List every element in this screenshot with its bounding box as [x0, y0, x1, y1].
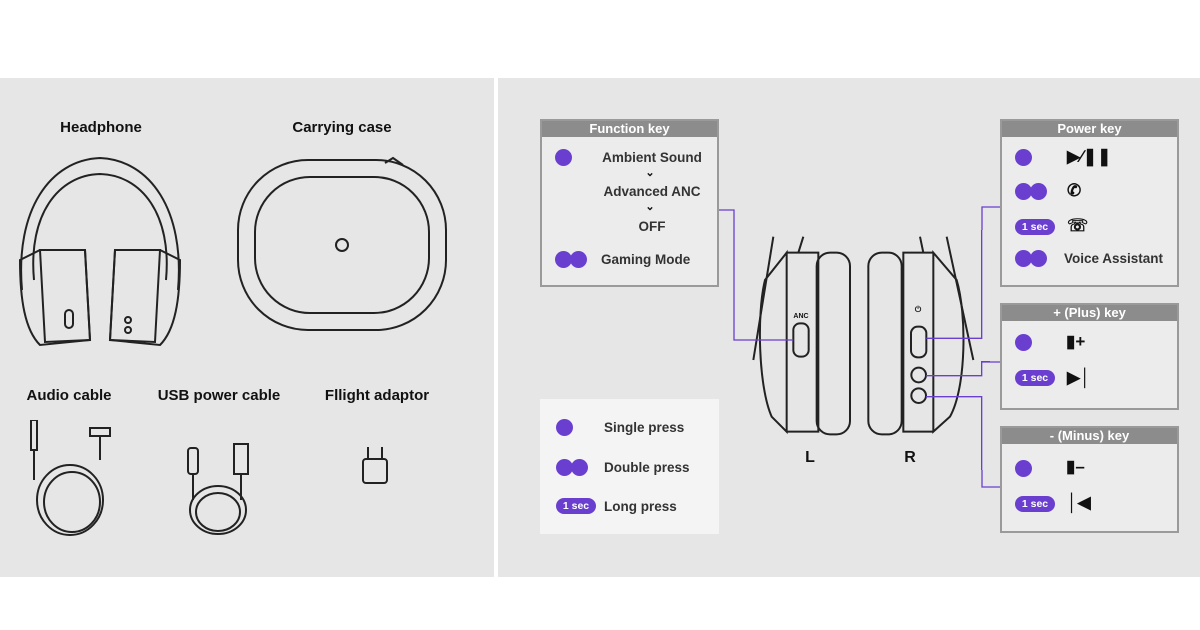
- case-label: Carrying case: [292, 119, 392, 136]
- previous-track-icon: │◀: [1067, 493, 1091, 512]
- legend-single-label: Single press: [604, 420, 685, 435]
- legend-long: 1 sec Long press: [556, 498, 677, 514]
- single-press-icon: [1015, 460, 1032, 477]
- anc-label: ANC: [793, 313, 809, 320]
- gaming-mode-label: Gaming Mode: [601, 252, 691, 267]
- minus-key-title: - (Minus) key: [1002, 428, 1177, 444]
- double-press-icon: [556, 459, 590, 476]
- long-press-badge: 1 sec: [1015, 219, 1055, 235]
- single-press-icon: [556, 419, 573, 436]
- mode-advanced-anc: Advanced ANC: [603, 184, 701, 199]
- legend-long-label: Long press: [604, 498, 677, 514]
- single-press-icon: [555, 149, 572, 166]
- earcups-illustration: [740, 230, 990, 470]
- function-key-title: Function key: [542, 121, 717, 137]
- minus-key-box: - (Minus) key: [1000, 426, 1179, 533]
- end-call-icon: ☏: [1067, 216, 1089, 235]
- power-symbol-icon: ⏻: [914, 305, 922, 314]
- flight-adaptor-label: Fllight adaptor: [324, 387, 430, 404]
- audio-cable-label: Audio cable: [26, 387, 112, 404]
- power-key-title: Power key: [1002, 121, 1177, 137]
- single-press-icon: [1015, 149, 1032, 166]
- voice-assistant-row: Voice Assistant: [1015, 250, 1163, 267]
- chevron-down-icon: ⌄: [645, 201, 655, 213]
- long-press-badge: 1 sec: [1015, 496, 1055, 512]
- left-label: L: [805, 449, 815, 466]
- answer-call-icon: ✆: [1067, 181, 1082, 200]
- long-press-badge: 1 sec: [556, 498, 596, 514]
- voice-assistant-label: Voice Assistant: [1064, 251, 1164, 266]
- double-press-icon: [555, 251, 589, 268]
- double-press-icon: [1015, 250, 1049, 267]
- right-label: R: [904, 449, 916, 466]
- usb-cable-illustration: [187, 443, 249, 535]
- legend-double-label: Double press: [604, 460, 690, 475]
- gaming-mode-row: Gaming Mode: [555, 251, 690, 268]
- usb-cable-label: USB power cable: [157, 387, 281, 404]
- legend-single: Single press: [556, 419, 684, 436]
- volume-up-icon: ▮+: [1066, 332, 1086, 351]
- play-pause-icon: ▶∕❚❚: [1067, 147, 1112, 166]
- single-press-icon: [1015, 334, 1032, 351]
- next-track-icon: ▶│: [1067, 368, 1091, 387]
- audio-cable-illustration: [30, 420, 111, 536]
- plus-key-box: + (Plus) key: [1000, 303, 1179, 410]
- legend-double: Double press: [556, 459, 690, 476]
- headphone-label: Headphone: [60, 119, 142, 136]
- long-press-badge: 1 sec: [1015, 370, 1055, 386]
- carrying-case-illustration: [237, 156, 447, 331]
- mode-off: OFF: [638, 219, 666, 234]
- plus-key-title: + (Plus) key: [1002, 305, 1177, 321]
- headphone-illustration: [18, 156, 182, 347]
- chevron-down-icon: ⌄: [645, 167, 655, 179]
- double-press-icon: [1015, 183, 1049, 200]
- mode-ambient: Ambient Sound: [602, 150, 702, 165]
- flight-adaptor-illustration: [362, 447, 388, 484]
- volume-down-icon: ▮–: [1066, 457, 1085, 476]
